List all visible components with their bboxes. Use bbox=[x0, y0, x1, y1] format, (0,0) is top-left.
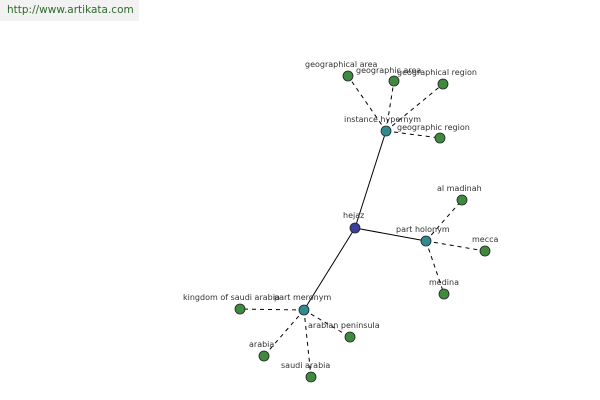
edge-part-holonym-to-medina bbox=[425, 240, 445, 295]
node-label-mecca: mecca bbox=[472, 235, 499, 244]
node-arabia[interactable] bbox=[258, 350, 270, 362]
node-label-saudi-arabia: saudi arabia bbox=[281, 361, 330, 370]
node-mecca[interactable] bbox=[479, 245, 491, 257]
node-geographical-region[interactable] bbox=[437, 78, 449, 90]
node-part-meronym[interactable] bbox=[298, 304, 310, 316]
node-part-holonym[interactable] bbox=[420, 235, 432, 247]
source-url-link[interactable]: http://www.artikata.com bbox=[7, 4, 134, 16]
node-kingdom-of-saudi-arabia[interactable] bbox=[234, 303, 246, 315]
node-label-geographical-area-1: geographical area bbox=[305, 60, 378, 69]
edge-instance-hypernym-to-geographical-area-1 bbox=[347, 75, 387, 132]
node-label-arabian-peninsula: arabian peninsula bbox=[308, 321, 380, 330]
node-saudi-arabia[interactable] bbox=[305, 371, 317, 383]
edge-part-meronym-to-arabia bbox=[263, 309, 305, 357]
node-geographic-region[interactable] bbox=[434, 132, 446, 144]
source-bar: http://www.artikata.com bbox=[0, 0, 139, 21]
edge-part-meronym-to-arabian-peninsula bbox=[303, 309, 351, 338]
edge-part-holonym-to-mecca bbox=[425, 240, 486, 252]
node-label-arabia: arabia bbox=[249, 340, 274, 349]
edge-hejaz-to-part-meronym bbox=[303, 227, 356, 311]
node-arabian-peninsula[interactable] bbox=[344, 331, 356, 343]
node-label-al-madinah: al madinah bbox=[437, 184, 482, 193]
edge-part-holonym-to-al-madinah bbox=[425, 199, 463, 242]
edges-layer bbox=[239, 75, 486, 378]
node-al-madinah[interactable] bbox=[456, 194, 468, 206]
edge-hejaz-to-instance-hypernym bbox=[354, 130, 387, 229]
edge-instance-hypernym-to-geographic-area bbox=[385, 80, 395, 132]
node-medina[interactable] bbox=[438, 288, 450, 300]
node-geographic-area[interactable] bbox=[388, 75, 400, 87]
nodes-layer bbox=[234, 70, 491, 383]
edge-hejaz-to-part-holonym bbox=[354, 227, 427, 242]
labels-layer: hejaz instance hypernym part holonym part m… bbox=[183, 60, 499, 370]
node-instance-hypernym[interactable] bbox=[380, 125, 392, 137]
node-label-geographic-region: geographic region bbox=[397, 123, 470, 132]
node-label-geographic-area: geographic area bbox=[356, 66, 421, 75]
node-label-hejaz: hejaz bbox=[343, 211, 364, 220]
node-label-instance-hypernym: instance hypernym bbox=[344, 115, 421, 124]
node-label-kingdom-of-saudi-arabia: kingdom of saudi arabia bbox=[183, 293, 280, 302]
node-label-part-meronym: part meronym bbox=[274, 293, 331, 302]
node-hejaz[interactable] bbox=[349, 222, 361, 234]
edge-instance-hypernym-to-geographic-region bbox=[385, 130, 441, 139]
node-label-part-holonym: part holonym bbox=[396, 225, 450, 234]
node-geographical-area-1[interactable] bbox=[342, 70, 354, 82]
node-label-medina: medina bbox=[429, 278, 459, 287]
edge-part-meronym-to-saudi-arabia bbox=[303, 309, 312, 378]
edge-part-meronym-to-kingdom-of-saudi-arabia bbox=[239, 308, 305, 311]
node-label-geographical-region: geographical region bbox=[397, 68, 477, 77]
